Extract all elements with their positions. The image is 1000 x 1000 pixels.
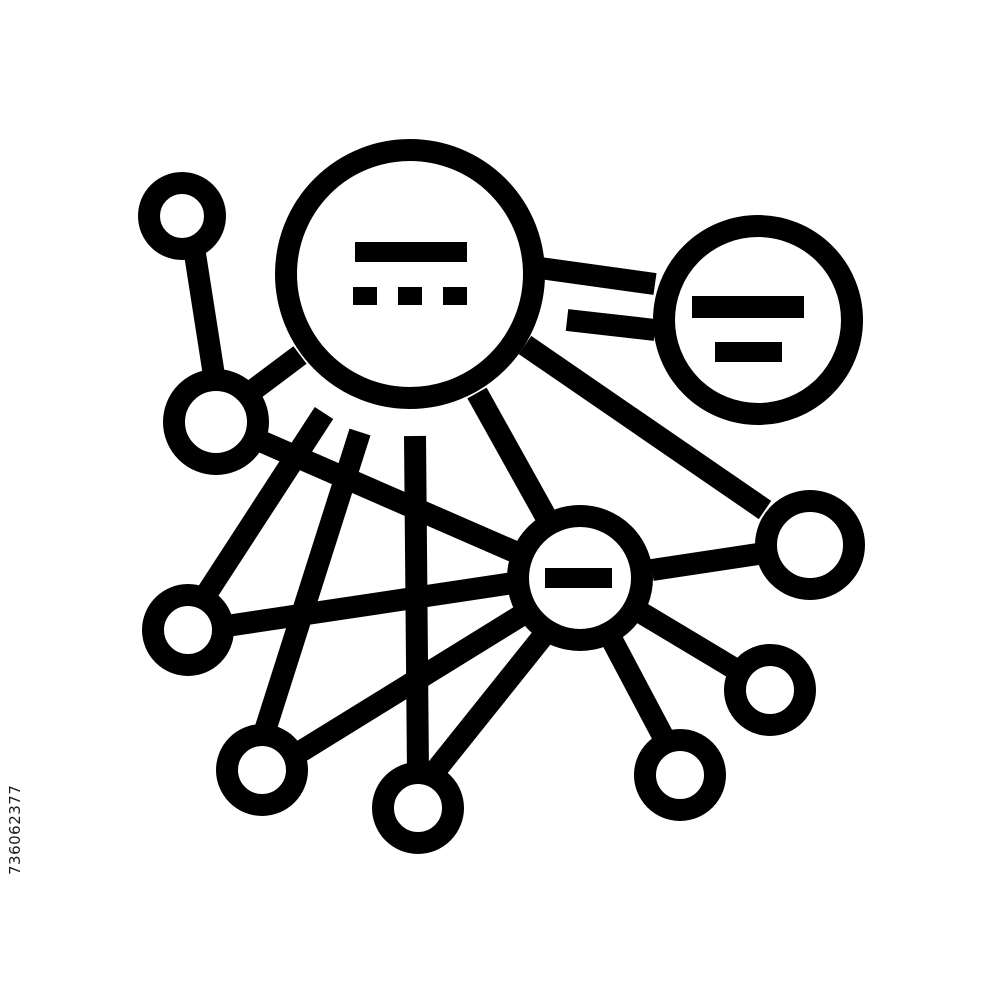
text-line-mark — [715, 342, 782, 362]
node-small-bottom — [372, 762, 464, 854]
text-line-mark — [355, 242, 467, 262]
node-small-left-lower — [142, 584, 234, 676]
edge — [186, 407, 334, 616]
node-text-marks — [353, 242, 804, 588]
edge — [218, 571, 522, 638]
stock-id-text: 736062377 — [6, 784, 24, 876]
node-small-left — [163, 369, 269, 475]
edge — [251, 428, 371, 744]
text-line-mark — [545, 568, 612, 588]
node-small-top-left — [138, 172, 226, 260]
text-dash-mark — [353, 287, 377, 305]
edge — [241, 346, 307, 403]
edge — [650, 542, 767, 581]
node-small-bottom-left — [216, 724, 308, 816]
edge — [538, 257, 657, 295]
node-large-top — [275, 139, 545, 409]
edge — [602, 634, 675, 746]
text-dash-mark — [443, 287, 467, 305]
edge — [467, 387, 555, 521]
text-line-mark — [692, 296, 804, 318]
node-small-right — [755, 490, 865, 600]
edge — [423, 623, 557, 782]
edge — [634, 602, 751, 685]
text-dash-mark — [398, 287, 422, 305]
node-medium-right — [653, 215, 863, 425]
node-small-bottom-right — [634, 729, 726, 821]
node-small-right-lower — [724, 644, 816, 736]
connector-lines — [179, 220, 772, 782]
edge — [518, 335, 772, 520]
nodes — [138, 139, 865, 854]
edge — [565, 309, 657, 341]
edge — [294, 600, 536, 762]
